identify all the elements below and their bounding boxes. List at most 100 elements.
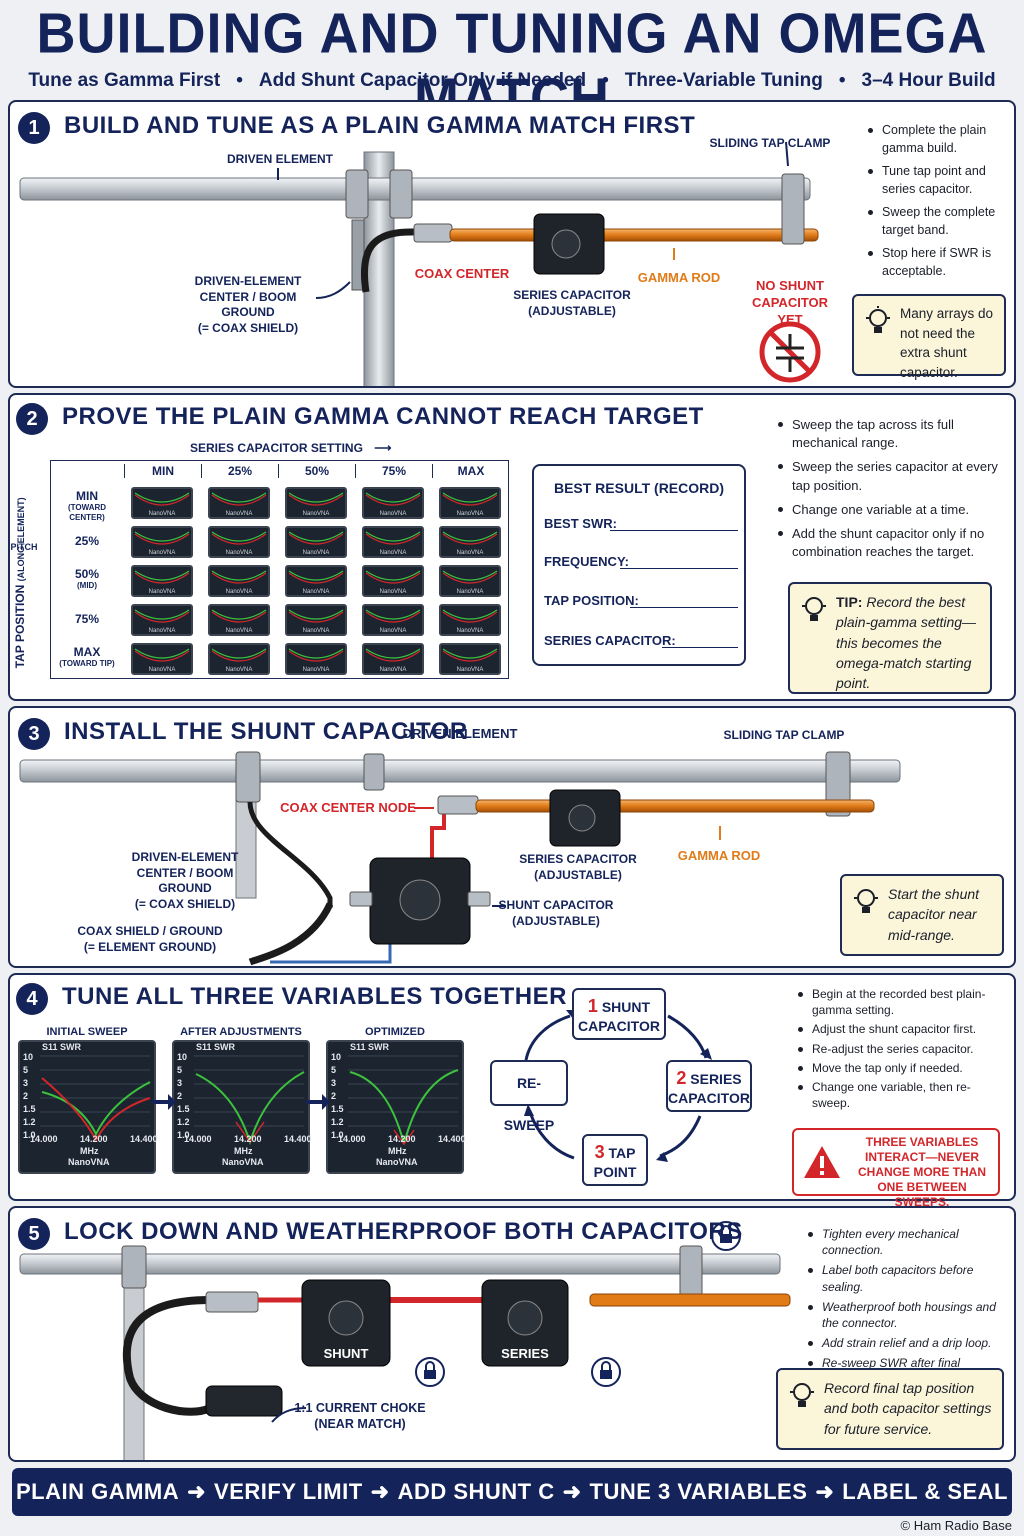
- nanovna-thumbnail: NanoVNA: [439, 604, 501, 636]
- step-number: 2: [16, 403, 48, 435]
- nanovna-thumbnail: NanoVNA: [285, 565, 347, 597]
- no-shunt-slash: [768, 330, 812, 374]
- process-summary-bar: PLAIN GAMMA ➜ VERIFY LIMIT ➜ ADD SHUNT C…: [12, 1468, 1012, 1516]
- label-line: CAPACITOR YET: [751, 294, 829, 327]
- arrow-right-icon: ➜: [370, 1479, 390, 1504]
- unit-label: MHz: [234, 1146, 253, 1156]
- gamma-rod-label: GAMMA ROD: [637, 270, 721, 285]
- sweep-trace: [442, 609, 498, 623]
- gamma-rod: [589, 1293, 791, 1307]
- step5-tip: Record final tap position and both capac…: [776, 1368, 1004, 1450]
- step-title: PROVE THE PLAIN GAMMA CANNOT REACH TARGE…: [62, 403, 704, 430]
- sweep-trace: [134, 609, 190, 623]
- series-capacitor-knob: [568, 804, 596, 832]
- current-choke-label: 1:1 CURRENT CHOKE (NEAR MATCH): [290, 1400, 430, 1433]
- label-line: NO SHUNT: [756, 278, 824, 293]
- cycle-text: TAP: [608, 1145, 636, 1161]
- x-tick: 14.200: [80, 1134, 108, 1144]
- series-housing-label: SERIES: [501, 1346, 549, 1361]
- step4-bullets: Begin at the recorded best plain-gamma s…: [798, 986, 1004, 1114]
- device-label: NanoVNA: [302, 667, 330, 673]
- summary-step: ADD SHUNT C: [397, 1479, 555, 1504]
- device-label: NanoVNA: [222, 1157, 264, 1167]
- row-header: 50%(MID): [50, 567, 124, 591]
- subtitle-part: Add Shunt Capacitor Only if Needed: [258, 70, 587, 91]
- device-label: NanoVNA: [225, 550, 253, 556]
- step-title: LOCK DOWN AND WEATHERPROOF BOTH CAPACITO…: [64, 1218, 743, 1245]
- step-number: 3: [18, 718, 50, 750]
- sweep-trace: [288, 492, 344, 506]
- no-shunt-label: NO SHUNT CAPACITOR YET: [740, 278, 840, 329]
- row-header-main: MIN: [76, 489, 98, 503]
- device-label: NanoVNA: [148, 667, 176, 673]
- arrow-icon: [271, 1407, 307, 1423]
- sweep-trace: [211, 648, 267, 662]
- label-line: SERIES CAPACITOR: [519, 852, 637, 866]
- sweep-trace: [288, 609, 344, 623]
- label-line: 1:1 CURRENT CHOKE: [294, 1401, 426, 1415]
- omega-diagram: [19, 751, 901, 966]
- sliding-tap-clamp-label: SLIDING TAP CLAMP: [723, 728, 845, 742]
- series-capacitor-label: SERIES CAPACITOR (ADJUSTABLE): [504, 288, 640, 319]
- list-item: Weatherproof both housings and the conne…: [808, 1299, 1014, 1331]
- arrow-right-icon: ⟶: [374, 441, 392, 455]
- step3-panel: 3 INSTALL THE SHUNT CAPACITOR DRIVEN ELE…: [8, 706, 1016, 968]
- summary-step: VERIFY LIMIT: [214, 1479, 363, 1504]
- label-text: TAP POSITION: [13, 584, 28, 669]
- element-clamp: [121, 1245, 147, 1289]
- summary-step: LABEL & SEAL: [842, 1479, 1008, 1504]
- nanovna-thumbnail: NanoVNA: [439, 565, 501, 597]
- x-tick: 14.200: [388, 1134, 416, 1144]
- label-line: (ADJUSTABLE): [512, 913, 600, 928]
- row-header-main: 25%: [74, 534, 100, 548]
- column-header: 50%: [278, 464, 355, 478]
- arrow-right-icon: ➜: [187, 1479, 207, 1504]
- nanovna-thumbnail: NanoVNA: [285, 604, 347, 636]
- cycle-text: CAPACITOR: [578, 1017, 660, 1034]
- tip-text: Record the best plain-gamma setting—this…: [836, 594, 977, 692]
- connector-stub: [467, 891, 491, 907]
- device-label: NanoVNA: [456, 550, 484, 556]
- connector-stub: [349, 891, 373, 907]
- x-tick: 14.400: [438, 1134, 466, 1144]
- y-tick: 1.0: [23, 1130, 36, 1140]
- label-line: (ADJUSTABLE): [528, 303, 616, 318]
- x-tick: 14.000: [30, 1134, 58, 1144]
- series-capacitor-label: SERIES CAPACITOR (ADJUSTABLE): [510, 852, 646, 883]
- driven-element-label: DRIVEN ELEMENT: [226, 152, 333, 166]
- list-item: Tighten every mechanical connection.: [808, 1226, 1014, 1258]
- label-line: (NEAR MATCH): [314, 1417, 406, 1432]
- label-line: DRIVEN-ELEMENT: [194, 274, 302, 288]
- row-header-sub: (TOWARD TIP): [59, 659, 115, 669]
- lightbulb-icon: [854, 889, 878, 913]
- coax-connector: [413, 223, 453, 243]
- lock-icon: [415, 1357, 445, 1387]
- bullet-separator: •: [236, 70, 243, 91]
- nanovna-thumbnail: NanoVNA: [362, 604, 424, 636]
- sweep-trace: [365, 492, 421, 506]
- device-label: NanoVNA: [302, 628, 330, 634]
- nanovna-thumbnail: NanoVNA: [208, 565, 270, 597]
- sweep-trace: [211, 531, 267, 545]
- step-number: 4: [16, 983, 48, 1015]
- step1-tip: Many arrays do not need the extra shunt …: [852, 294, 1006, 380]
- nanovna-thumbnail: NanoVNA: [285, 643, 347, 675]
- y-tick: 1.2: [177, 1117, 190, 1127]
- list-item: Add the shunt capacitor only if no combi…: [778, 525, 1002, 561]
- y-tick: 5: [23, 1065, 29, 1075]
- cycle-number: 2: [676, 1068, 687, 1088]
- warning-icon: [804, 1146, 840, 1178]
- sliding-tap-clamp: [781, 173, 805, 245]
- x-tick: 14.400: [130, 1134, 158, 1144]
- lock-icon: [711, 1221, 741, 1251]
- sliding-tap-clamp-label: SLIDING TAP CLAMP: [709, 136, 831, 150]
- sweep-plot: [194, 1055, 305, 1146]
- column-header: MAX: [432, 464, 509, 478]
- label-line: (= ELEMENT GROUND): [83, 939, 217, 954]
- driven-element-label: DRIVEN ELEMENT: [402, 726, 518, 741]
- cycle-number: 3: [594, 1142, 605, 1162]
- list-item: Begin at the recorded best plain-gamma s…: [798, 986, 1004, 1018]
- sweep-title: OPTIMIZED: [365, 1026, 425, 1038]
- list-item: Move the tap only if needed.: [798, 1060, 1004, 1076]
